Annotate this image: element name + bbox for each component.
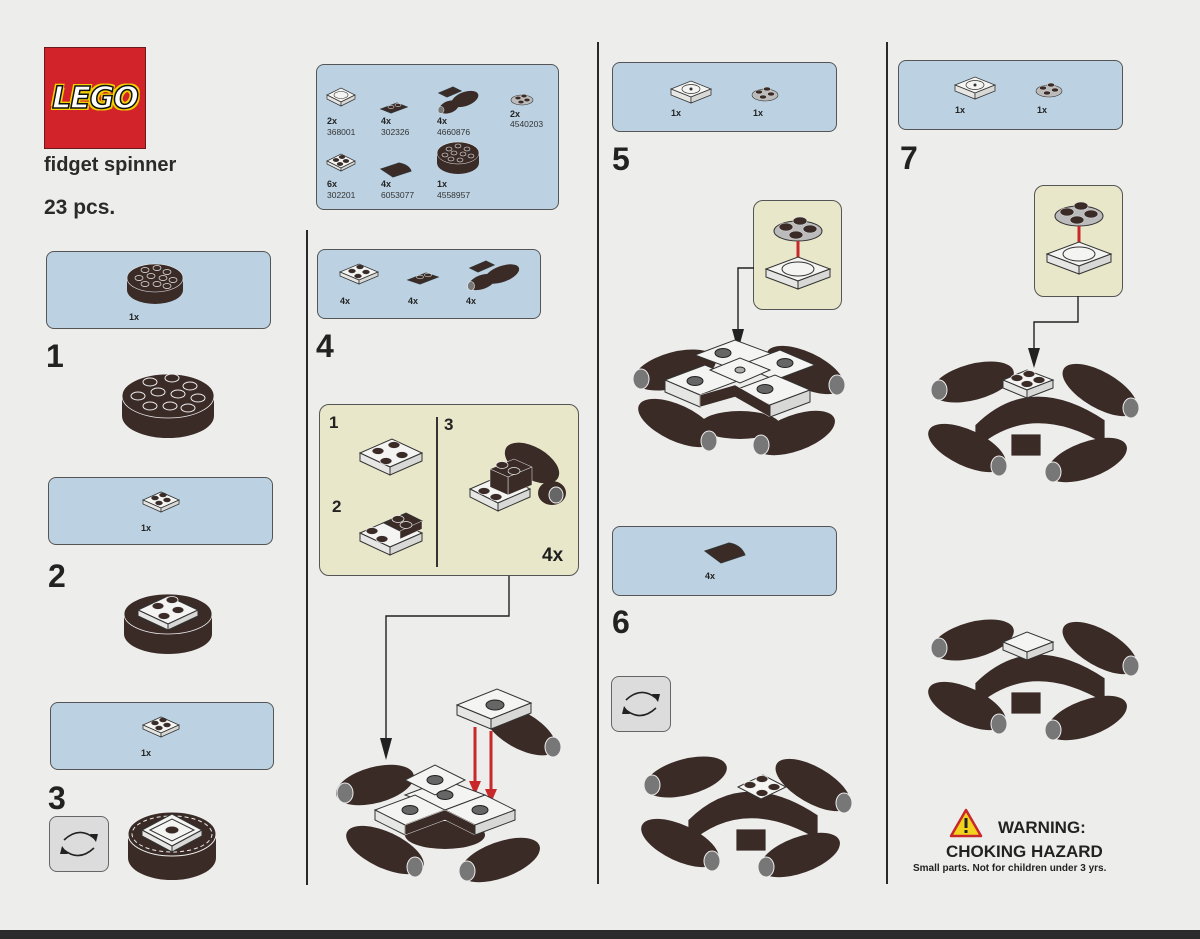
step-4-part-qty: 4x — [408, 296, 419, 306]
slope-curved-icon — [703, 542, 746, 564]
sub-assembly-callout: 1 2 3 4x — [319, 404, 579, 576]
round-brick-icon — [126, 263, 184, 304]
turntable-top-icon — [1035, 82, 1063, 98]
step-3-number: 3 — [48, 780, 66, 816]
step-2-number: 2 — [48, 558, 66, 594]
step-7-callout — [1034, 185, 1123, 297]
step-6-number: 6 — [612, 604, 630, 640]
warning-hazard: CHOKING HAZARD — [946, 842, 1103, 861]
plate-2x2-icon — [326, 153, 356, 172]
lego-logo: LEGO — [44, 47, 146, 149]
step-3-model — [127, 811, 217, 880]
plate-2x2-icon — [142, 716, 180, 738]
step-6-model — [641, 756, 853, 878]
sub-step-1-number: 1 — [329, 413, 339, 432]
inventory-part-number: 4558957 — [437, 190, 471, 200]
engine-cylinder-icon — [437, 86, 479, 114]
page-edge — [0, 930, 1200, 939]
step-1-model — [121, 373, 215, 438]
set-title: fidget spinner — [44, 154, 177, 176]
rotate-model-button[interactable] — [611, 676, 671, 732]
turntable-base-icon — [953, 76, 997, 100]
engine-cylinder-icon — [467, 260, 520, 291]
step-7-leader-arrow — [1028, 296, 1079, 368]
inventory-part-number: 302201 — [327, 190, 356, 200]
step-5-leader-arrow — [732, 267, 754, 351]
inventory-box: 2x 368001 4x 302326 4x 4660876 2x 454020… — [316, 64, 559, 210]
inventory-qty: 1x — [437, 179, 448, 189]
rotate-model-button[interactable] — [49, 816, 109, 872]
plate-2x2-icon — [338, 263, 380, 285]
inventory-qty: 4x — [437, 116, 448, 126]
sub-assembly-divider — [436, 417, 438, 567]
turntable-assembly-diagram — [764, 216, 832, 290]
plate-1x2-icon — [379, 102, 409, 114]
rotate-icon — [60, 831, 98, 857]
turntable-base-icon — [669, 80, 713, 104]
step-6-part-qty: 4x — [705, 571, 716, 581]
sub-step-1-model — [358, 438, 424, 476]
step-1-part-qty: 1x — [129, 312, 140, 322]
inventory-qty: 2x — [327, 116, 338, 126]
step-3-part-qty: 1x — [141, 748, 152, 758]
warning-icon — [949, 808, 983, 838]
step-4-leader-arrow — [380, 576, 510, 760]
step-1-number: 1 — [46, 338, 64, 374]
sub-step-2-model — [358, 512, 424, 556]
step-2-model — [123, 593, 213, 654]
column-divider-2 — [597, 42, 599, 884]
turntable-base-icon — [326, 87, 356, 107]
piece-count: 23 pcs. — [44, 196, 116, 219]
inventory-part-number: 6053077 — [381, 190, 415, 200]
sub-step-3-model — [468, 442, 566, 512]
plate-2x2-icon — [142, 491, 180, 513]
inventory-part-number: 302326 — [381, 127, 410, 137]
step-5-model — [632, 339, 846, 456]
inventory-qty: 2x — [510, 109, 521, 119]
step-4-model — [336, 688, 562, 883]
warning-title: WARNING: — [998, 818, 1086, 837]
step-7-part-qty: 1x — [1037, 105, 1048, 115]
inventory-qty: 6x — [327, 179, 338, 189]
step-7-model — [928, 361, 1140, 483]
step-5-callout — [753, 200, 842, 310]
turntable-assembly-diagram — [1045, 201, 1113, 275]
turntable-top-icon — [751, 86, 779, 102]
step-5-part-qty: 1x — [753, 108, 764, 118]
sub-assembly-multiplier: 4x — [542, 545, 564, 566]
turntable-top-icon — [510, 93, 534, 106]
final-model-rotated — [928, 619, 1140, 741]
step-7-part-qty: 1x — [955, 105, 966, 115]
inventory-part-number: 368001 — [327, 127, 356, 137]
step-4-part-qty: 4x — [340, 296, 351, 306]
step-7-parts-box: 1x 1x — [898, 60, 1123, 130]
step-5-part-qty: 1x — [671, 108, 682, 118]
step-1-parts-box: 1x — [46, 251, 271, 329]
step-5-number: 5 — [612, 141, 630, 177]
logo-text: LEGO — [51, 80, 139, 117]
inventory-part-number: 4540203 — [510, 119, 544, 129]
plate-1x2-icon — [406, 272, 440, 285]
inventory-qty: 4x — [381, 116, 392, 126]
warning-note: Small parts. Not for children under 3 yr… — [913, 863, 1107, 874]
sub-step-2-number: 2 — [332, 497, 342, 516]
step-3-parts-box: 1x — [50, 702, 274, 770]
slope-curved-icon — [379, 162, 412, 178]
step-2-parts-box: 1x — [48, 477, 273, 545]
column-divider-3 — [886, 42, 888, 884]
sub-step-3-number: 3 — [444, 415, 454, 434]
step-4-parts-box: 4x 4x 4x — [317, 249, 541, 319]
inventory-part-number: 4660876 — [437, 127, 471, 137]
step-2-part-qty: 1x — [141, 523, 152, 533]
inventory-qty: 4x — [381, 179, 392, 189]
step-4-part-qty: 4x — [466, 296, 477, 306]
column-divider-1 — [306, 230, 308, 885]
rotate-icon — [622, 691, 660, 717]
step-4-number: 4 — [316, 328, 334, 364]
step-6-parts-box: 4x — [612, 526, 837, 596]
step-5-parts-box: 1x 1x — [612, 62, 837, 132]
round-brick-icon — [436, 141, 480, 174]
step-7-number: 7 — [900, 140, 918, 176]
